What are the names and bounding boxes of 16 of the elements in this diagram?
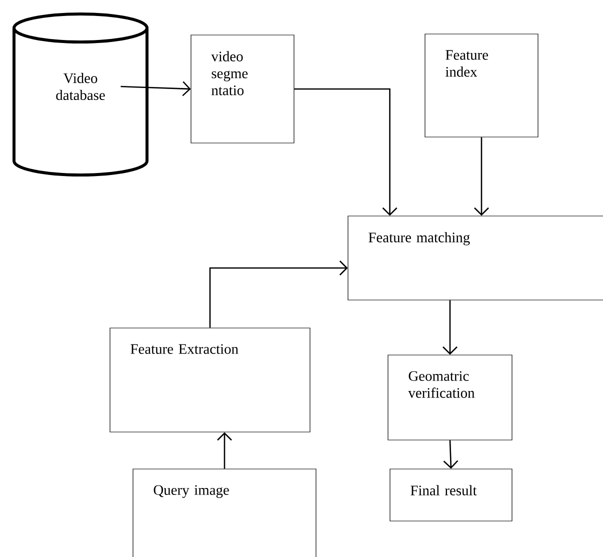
process-box: Geomatric verification [388,354,512,440]
process-box: Final result [390,468,512,522]
process-box: Feature matching [348,216,603,300]
process-box: Feature Extraction [110,328,310,432]
arrow [474,137,489,216]
arrow [443,440,458,469]
arrow [217,432,232,469]
node-label: Video database [56,72,105,100]
arrow [209,260,348,328]
arrow [120,81,191,96]
process-box: Query image [132,468,316,557]
database-cylinder: Video database [12,12,148,176]
process-box: Feature index [424,34,538,138]
arrow [294,88,398,216]
arrow [442,300,458,355]
process-box: video segme ntatio [190,34,294,144]
